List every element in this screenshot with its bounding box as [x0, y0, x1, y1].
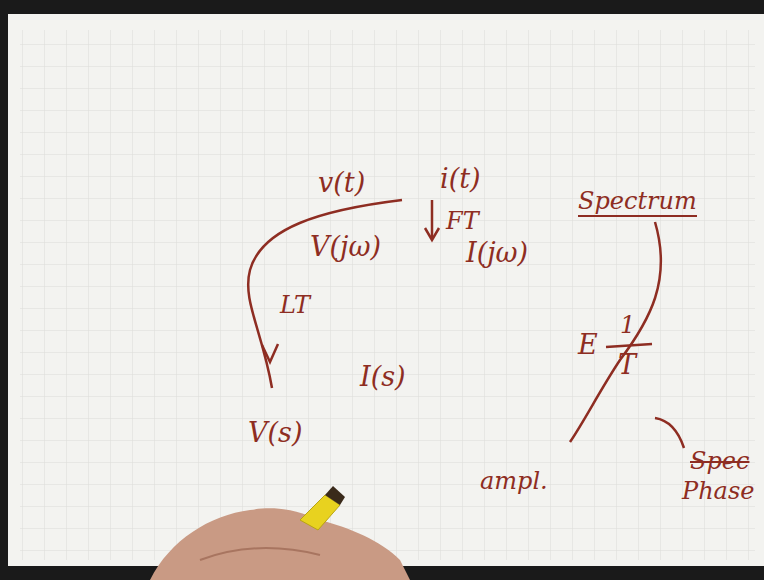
- handwritten-label: ampl.: [480, 468, 548, 494]
- ft-arrow-head: [425, 228, 439, 240]
- handwritten-label: E: [578, 330, 598, 360]
- finger-crease: [200, 548, 320, 560]
- marker-tip: [325, 486, 345, 505]
- handwritten-label: I(s): [360, 362, 406, 392]
- ft-arrow: [431, 200, 434, 238]
- lt-arrow: [248, 200, 402, 388]
- handwritten-label: i(t): [440, 164, 481, 194]
- handwritten-label: FT: [446, 208, 479, 234]
- fraction-bar: [606, 344, 652, 347]
- handwritten-label: v(t): [318, 168, 365, 198]
- phase-branch: [655, 418, 684, 448]
- handwritten-label: T: [618, 350, 636, 380]
- handwritten-label: Spec: [690, 448, 749, 474]
- handwritten-label: V(jω): [310, 232, 381, 262]
- handwritten-label: I(jω): [466, 238, 528, 268]
- handwritten-label: LT: [280, 292, 310, 318]
- spectrum-branch: [570, 222, 661, 442]
- handwritten-label: 1: [620, 312, 635, 338]
- lt-arrow-head: [262, 344, 278, 362]
- handwritten-label: Spectrum: [578, 188, 697, 217]
- handwritten-label: V(s): [248, 418, 302, 448]
- handwritten-label: Phase: [682, 478, 754, 504]
- grid: [20, 30, 755, 560]
- hand: [150, 508, 410, 580]
